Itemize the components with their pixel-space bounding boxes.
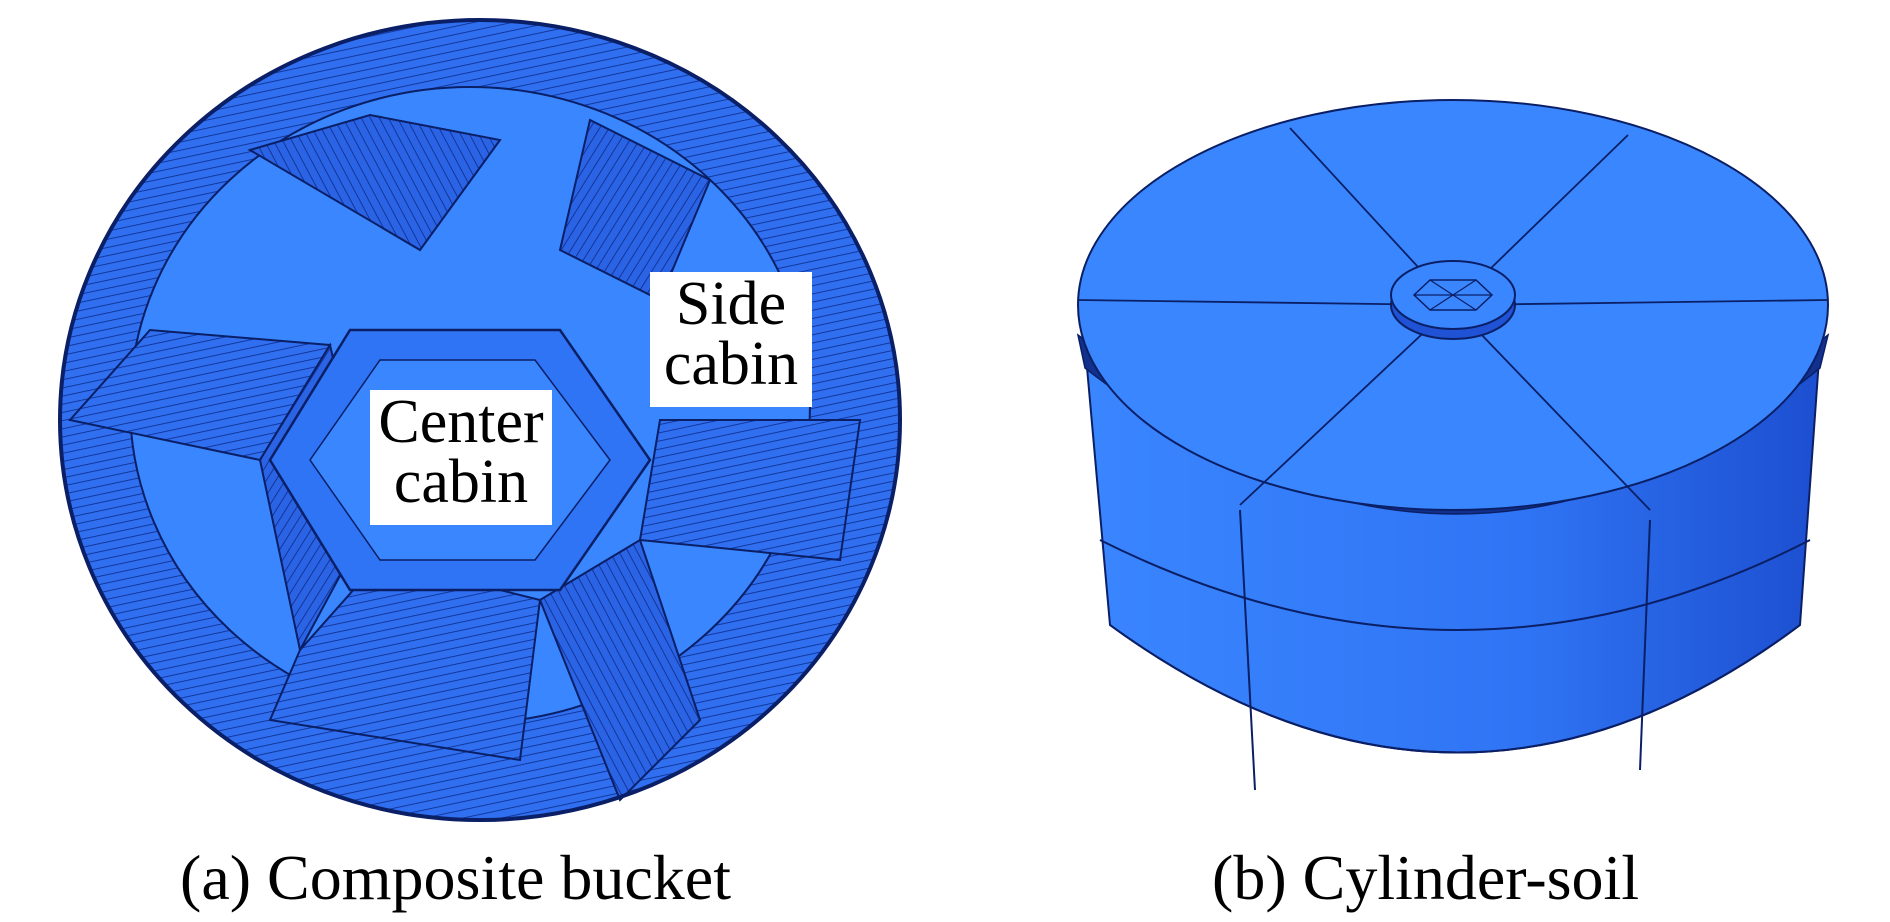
center-cabin-label: Center cabin [370,390,552,525]
center-cabin-label-line-2: cabin [393,448,529,516]
partition-wall-lower-right [538,538,702,802]
cylinder-side-line-1 [1239,509,1256,791]
cylinder-side-line-2 [1639,519,1651,771]
bucket-outer-edge [58,18,902,822]
cylinder-soil-model [1076,99,1830,791]
caption-composite-bucket: (a) Composite bucket [180,842,731,913]
partition-wall-upper [247,113,502,252]
side-cabin-label-line-1: Side [675,270,787,338]
side-cabin-label: Side cabin [650,272,812,407]
central-bucket-line-3 [1429,279,1477,311]
partition-wall-right [638,419,862,562]
side-cabin-label-line-2: cabin [663,330,799,398]
center-cabin-label-line-1: Center [378,388,544,456]
cylinder-mid-line [1099,539,1811,631]
cylinder-bottom-edge [1109,624,1801,754]
caption-cylinder-soil: (b) Cylinder-soil [1212,842,1640,913]
